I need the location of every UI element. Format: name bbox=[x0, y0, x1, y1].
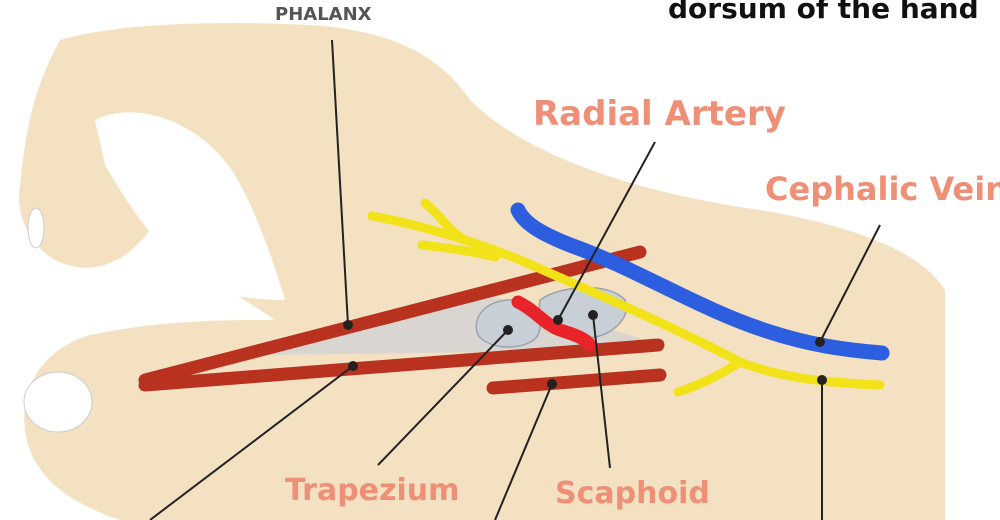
thumb-nail bbox=[24, 372, 92, 432]
hand-skin bbox=[19, 23, 945, 520]
label-radial-artery: Radial Artery bbox=[533, 94, 786, 134]
label-cephalic-vein: Cephalic Vein bbox=[765, 170, 1000, 208]
label-dorsum: dorsum of the hand bbox=[668, 0, 979, 25]
label-trapezium: Trapezium bbox=[285, 473, 459, 508]
label-phalanx: PHALANX bbox=[275, 4, 372, 25]
label-scaphoid: Scaphoid bbox=[555, 476, 710, 511]
finger-nail bbox=[28, 208, 44, 248]
